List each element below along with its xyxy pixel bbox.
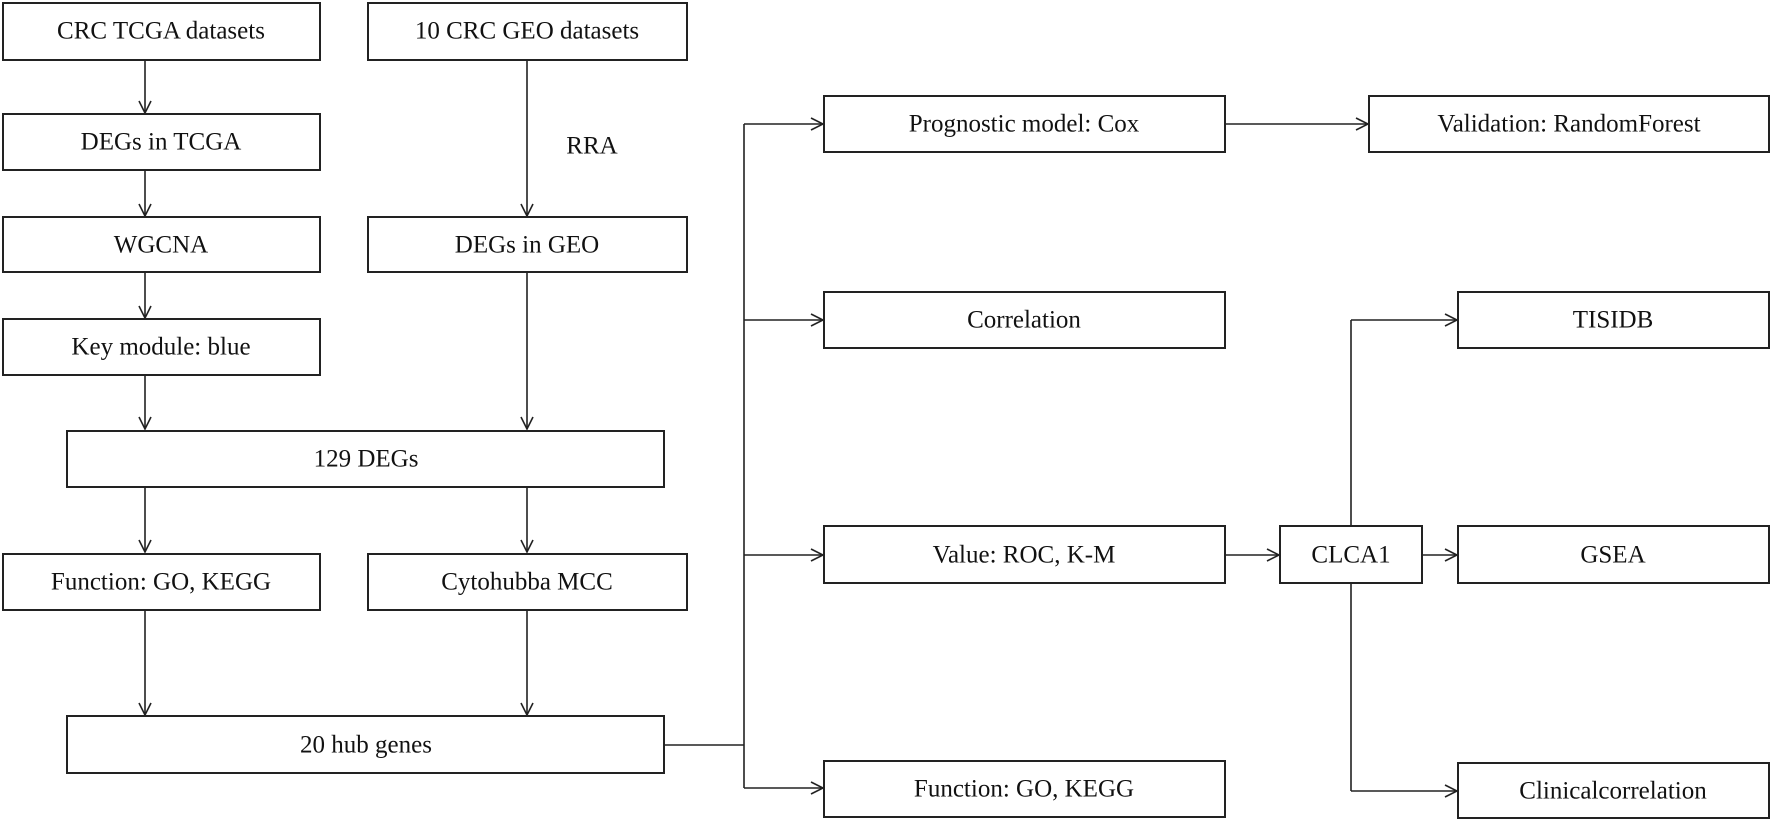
node-tisidb: TISIDB xyxy=(1457,291,1770,349)
node-label: Function: GO, KEGG xyxy=(914,776,1134,803)
node-clca1: CLCA1 xyxy=(1279,525,1423,584)
node-geo-datasets: 10 CRC GEO datasets xyxy=(367,2,688,61)
node-wgcna: WGCNA xyxy=(2,216,321,273)
node-label: Value: ROC, K-M xyxy=(933,542,1116,569)
node-label: WGCNA xyxy=(114,232,208,259)
edge-label-rra: RRA xyxy=(566,133,617,160)
node-key-module: Key module: blue xyxy=(2,318,321,376)
node-validation: Validation: RandomForest xyxy=(1368,95,1770,153)
node-tcga-datasets: CRC TCGA datasets xyxy=(2,2,321,61)
node-cytohubba: Cytohubba MCC xyxy=(367,553,688,611)
node-label: Key module: blue xyxy=(71,334,250,361)
node-function-go-kegg-2: Function: GO, KEGG xyxy=(823,760,1226,818)
node-label: Correlation xyxy=(967,307,1081,334)
node-gsea: GSEA xyxy=(1457,525,1770,584)
node-label: Function: GO, KEGG xyxy=(51,569,271,596)
node-degs-tcga: DEGs in TCGA xyxy=(2,113,321,171)
node-label: TISIDB xyxy=(1573,307,1654,334)
node-label: Validation: RandomForest xyxy=(1437,111,1700,138)
node-hub-genes: 20 hub genes xyxy=(66,715,665,774)
node-label: Clinicalcorrelation xyxy=(1519,778,1707,805)
node-label: 20 hub genes xyxy=(300,732,432,759)
node-label: Cytohubba MCC xyxy=(441,569,613,596)
node-label: DEGs in TCGA xyxy=(81,129,242,156)
node-function-go-kegg-1: Function: GO, KEGG xyxy=(2,553,321,611)
connectors xyxy=(145,61,1457,791)
node-label: 10 CRC GEO datasets xyxy=(415,18,639,45)
node-label: GSEA xyxy=(1580,542,1645,569)
node-label: DEGs in GEO xyxy=(455,232,599,259)
node-degs-geo: DEGs in GEO xyxy=(367,216,688,273)
node-clinical-correlation: Clinicalcorrelation xyxy=(1457,762,1770,819)
node-label: CLCA1 xyxy=(1311,542,1390,569)
node-label: Prognostic model: Cox xyxy=(909,111,1140,138)
node-prognostic-model: Prognostic model: Cox xyxy=(823,95,1226,153)
node-label: CRC TCGA datasets xyxy=(57,18,265,45)
node-correlation: Correlation xyxy=(823,291,1226,349)
node-label: 129 DEGs xyxy=(314,446,419,473)
node-129-degs: 129 DEGs xyxy=(66,430,665,488)
node-value-roc: Value: ROC, K-M xyxy=(823,525,1226,584)
